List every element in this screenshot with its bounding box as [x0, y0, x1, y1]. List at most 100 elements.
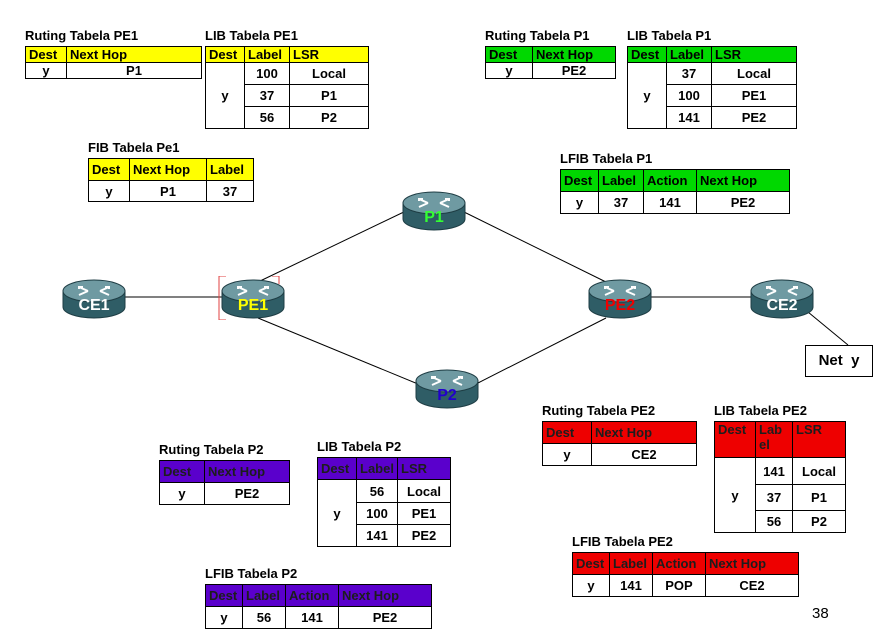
router-label: PE2: [604, 297, 636, 314]
table-row: y P1: [25, 62, 202, 79]
table-title: LFIB Tabela PE2: [572, 534, 673, 549]
ruting-table-pe2: Ruting Tabela PE2 Dest Next Hop y CE2: [542, 403, 697, 466]
header-cell: Next Hop: [591, 421, 697, 444]
routing-table: Dest Next Hop y P1: [25, 46, 202, 79]
router-label: P2: [437, 387, 457, 404]
header-cell: Next Hop: [129, 158, 207, 181]
header-cell: Action: [643, 169, 697, 192]
table-title: LIB Tabela P2: [317, 439, 402, 454]
table-cell: y: [88, 180, 130, 202]
lfib-table-p1: LFIB Tabela P1 Dest Label Action Next Ho…: [560, 151, 790, 214]
table-cell: Local: [711, 62, 797, 85]
table-row: y PE2: [159, 482, 290, 505]
table-cell: y: [159, 482, 205, 505]
table-cell: CE2: [705, 574, 799, 597]
table-title: LIB Tabela PE2: [714, 403, 807, 418]
table-cell: 141: [666, 106, 712, 129]
header-cell: Label: [755, 421, 793, 458]
table-title: LIB Tabela P1: [627, 28, 712, 43]
header-cell: Next Hop: [532, 46, 616, 63]
table-title: Ruting Tabela PE2: [542, 403, 656, 418]
router-ce2[interactable]: CE2: [749, 277, 815, 321]
lib-table: Dest Label LSR y 100 Local 37 P1 56 P2: [205, 46, 369, 129]
table-row: 56 P2: [715, 510, 846, 533]
router-label: PE1: [237, 297, 269, 314]
header-cell: LSR: [792, 421, 846, 458]
link-ce2-net: [807, 311, 849, 346]
table-row: 100 PE1: [318, 502, 451, 525]
header-cell: Dest: [542, 421, 592, 444]
lib-table: Dest Label LSR y 56 Local 100 PE1 141 PE…: [317, 457, 451, 547]
routing-table: Dest Next Hop y CE2: [542, 421, 697, 466]
fib-table: Dest Next Hop Label y P1 37: [88, 158, 254, 202]
header-cell: Label: [356, 457, 398, 480]
header-cell: Dest: [317, 457, 357, 480]
fib-table-pe1: FIB Tabela Pe1 Dest Next Hop Label y P1 …: [88, 140, 254, 202]
table-row: y 141 Local: [714, 457, 846, 533]
table-cell: P1: [66, 62, 202, 79]
header-cell: Next Hop: [66, 46, 202, 63]
table-cell: 100: [244, 62, 290, 85]
header-cell: Action: [652, 552, 706, 575]
table-cell: PE2: [204, 482, 290, 505]
table-row: y PE2: [485, 62, 616, 79]
table-row: 141 PE2: [628, 106, 797, 129]
router-p1[interactable]: P1: [401, 189, 467, 233]
table-cell: PE2: [532, 62, 616, 79]
router-icon: [415, 369, 479, 409]
table-cell: y: [560, 191, 599, 214]
header-cell: Dest: [627, 46, 667, 63]
table-cell: P2: [289, 106, 369, 129]
table-cell: 100: [356, 502, 398, 525]
table-row: y 37 141 PE2: [560, 191, 790, 214]
table-title: Ruting Tabela P1: [485, 28, 590, 43]
lfib-table-p2: LFIB Tabela P2 Dest Label Action Next Ho…: [205, 566, 432, 629]
ruting-table-p1: Ruting Tabela P1 Dest Next Hop y PE2: [485, 28, 616, 79]
link-p2-pe2: [475, 317, 607, 385]
header-cell: Label: [666, 46, 712, 63]
router-icon: [750, 279, 814, 319]
table-title: LIB Tabela PE1: [205, 28, 298, 43]
link-pe1-p2: [257, 317, 419, 385]
table-cell: y: [317, 479, 357, 547]
header-cell: Label: [598, 169, 644, 192]
table-cell: 56: [244, 106, 290, 129]
header-cell: Dest: [159, 460, 205, 483]
table-cell: CE2: [591, 443, 697, 466]
router-icon: [62, 279, 126, 319]
table-cell: PE2: [397, 524, 451, 547]
router-p2[interactable]: P2: [414, 367, 480, 411]
header-cell: Action: [285, 584, 339, 607]
table-row: y 100 Local: [205, 62, 369, 129]
table-cell: PE1: [711, 84, 797, 107]
table-row: y 56 Local: [317, 479, 451, 547]
lfib-table-pe2: LFIB Tabela PE2 Dest Label Action Next H…: [572, 534, 799, 597]
router-icon: [588, 279, 652, 319]
table-cell: 37: [244, 84, 290, 107]
table-cell: PE2: [711, 106, 797, 129]
header-cell: LSR: [711, 46, 797, 63]
lib-table-pe2: LIB Tabela PE2 Dest Label LSR y 141 Loca…: [714, 403, 846, 533]
table-row: 56 P2: [206, 106, 369, 129]
table-title: LFIB Tabela P1: [560, 151, 653, 166]
table-row: y 56 141 PE2: [205, 606, 432, 629]
ruting-table-pe1: Ruting Tabela PE1 Dest Next Hop y P1: [25, 28, 202, 79]
header-cell: Dest: [560, 169, 599, 192]
router-ce1[interactable]: CE1: [61, 277, 127, 321]
header-cell: Dest: [485, 46, 533, 63]
router-pe1[interactable]: PE1: [220, 277, 286, 321]
table-cell: P1: [289, 84, 369, 107]
header-cell: Dest: [714, 421, 756, 458]
table-title: Ruting Tabela P2: [159, 442, 264, 457]
lfib-table: Dest Label Action Next Hop y 56 141 PE2: [205, 584, 432, 629]
router-pe2[interactable]: PE2: [587, 277, 653, 321]
table-cell: 37: [598, 191, 644, 214]
router-icon: [402, 191, 466, 231]
lib-table: Dest Label LSR y 37 Local 100 PE1 141 PE…: [627, 46, 797, 129]
table-cell: 100: [666, 84, 712, 107]
header-cell: Dest: [205, 46, 245, 63]
table-cell: 37: [666, 62, 712, 85]
header-cell: Dest: [572, 552, 610, 575]
table-row: y 37 Local: [627, 62, 797, 129]
